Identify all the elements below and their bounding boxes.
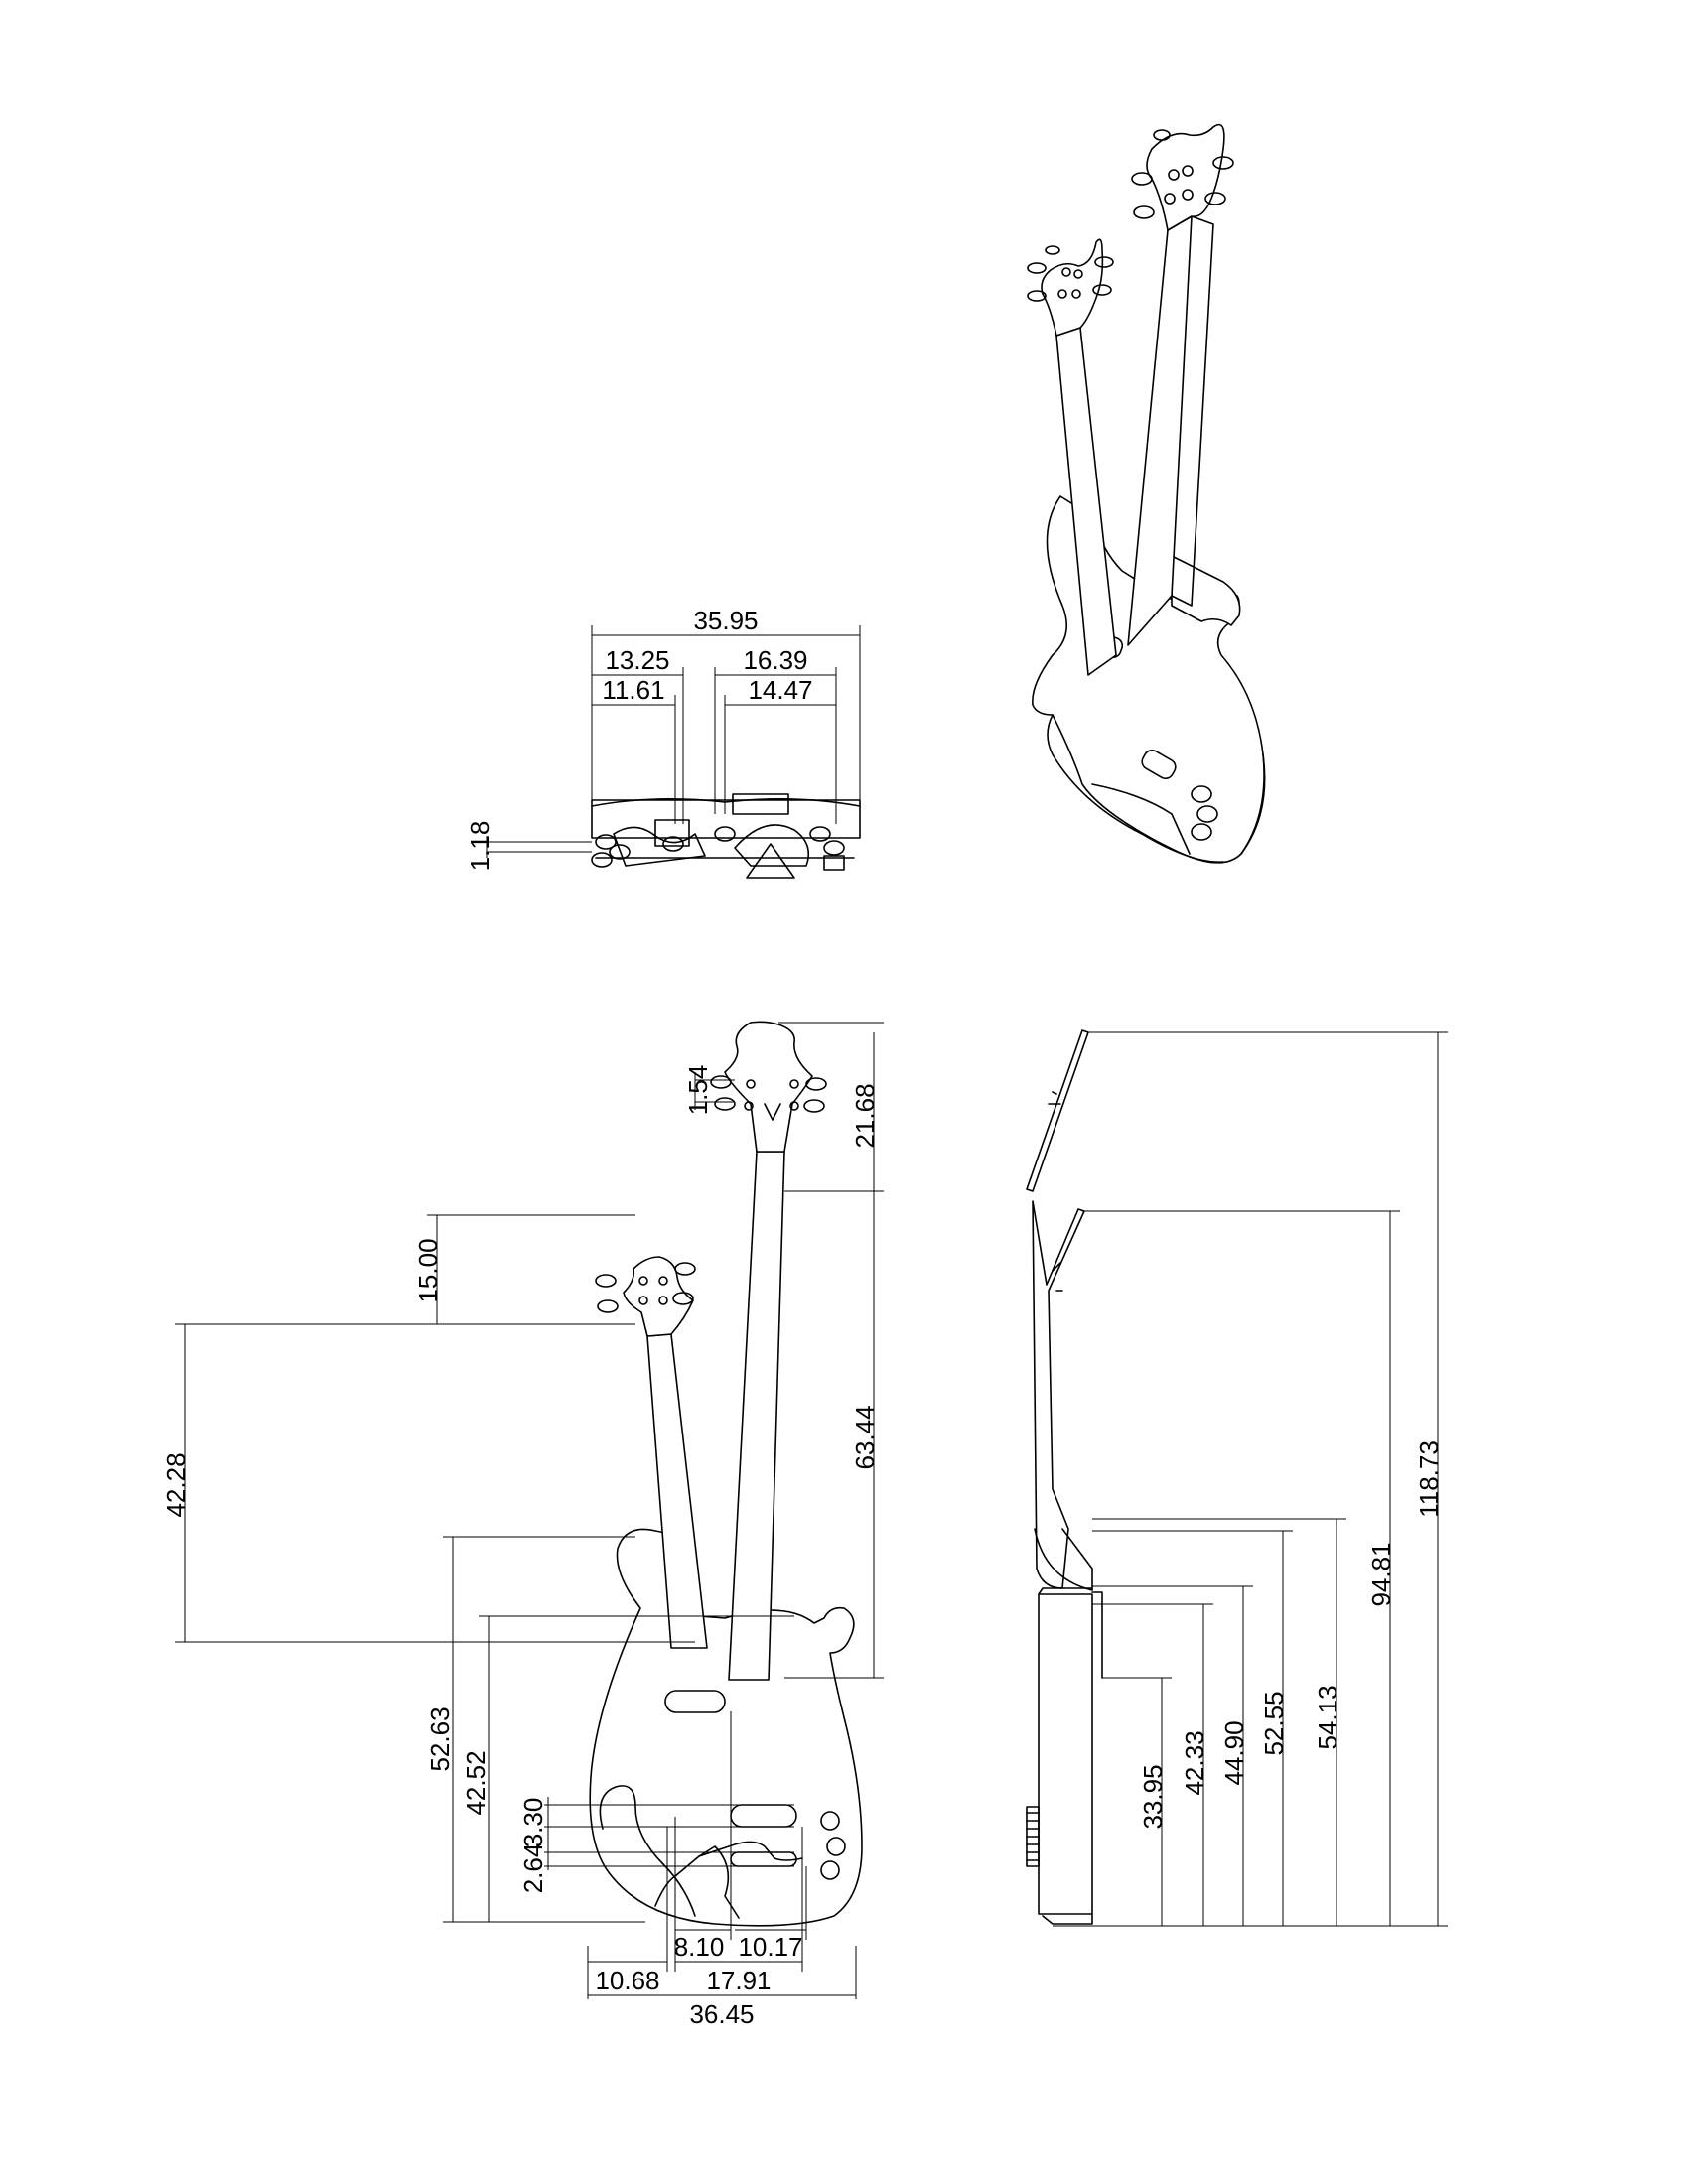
front-view: 1.54 21.68 15.00 63.44 42.28 52.63 42.52… (161, 1021, 884, 2029)
dim-top-neck2-inner: 14.47 (748, 675, 812, 705)
top-view: 35.95 13.25 11.61 16.39 14.47 1.18 (465, 606, 861, 879)
dim-side-h6: 94.81 (1366, 1542, 1396, 1606)
side-view-dimensions (1053, 1031, 1448, 1927)
side-neck-long (1026, 1029, 1089, 1192)
dim-body-height-1: 52.63 (425, 1706, 455, 1771)
iso-neck-short (1027, 238, 1117, 676)
dim-width-d: 17.91 (706, 1966, 771, 1995)
dim-front-overall-width: 36.45 (689, 1999, 754, 2029)
dim-headstock-short: 15.00 (413, 1238, 443, 1302)
dim-side-h1: 33.95 (1138, 1764, 1168, 1829)
dim-top-overall-width: 35.95 (693, 606, 758, 635)
dim-tuner-offset: 1.54 (683, 1065, 713, 1116)
dim-top-neck1-outer: 13.25 (605, 645, 669, 675)
front-neck-long (728, 1151, 785, 1681)
dim-top-neck2-outer: 16.39 (743, 645, 807, 675)
side-neck-short (1032, 1200, 1085, 1589)
dim-pickup-b: 2.64 (518, 1843, 548, 1894)
dim-pickup-a: 3.30 (518, 1798, 548, 1848)
dim-side-h4: 52.55 (1259, 1691, 1289, 1755)
dim-headstock-long: 21.68 (850, 1083, 880, 1148)
top-view-dimensions (486, 625, 861, 858)
top-view-body (591, 793, 861, 879)
dim-width-a: 8.10 (674, 1932, 725, 1962)
side-body (1038, 1593, 1093, 1915)
dim-width-c: 10.68 (595, 1966, 659, 1995)
iso-neck-long (1127, 123, 1234, 646)
dim-neck-long: 63.44 (850, 1405, 880, 1469)
isometric-view (1027, 123, 1266, 864)
dim-side-h2: 42.33 (1180, 1730, 1209, 1795)
dim-top-neck1-inner: 11.61 (602, 675, 664, 705)
dim-body-height-2: 42.52 (461, 1750, 491, 1815)
dim-side-overall-height: 118.73 (1414, 1440, 1444, 1518)
dim-width-b: 10.17 (738, 1932, 802, 1962)
dim-top-thickness: 1.18 (465, 821, 494, 872)
dim-side-h5: 54.13 (1313, 1685, 1342, 1749)
side-view: 33.95 42.33 44.90 52.55 54.13 94.81 118.… (1026, 1029, 1448, 1927)
dim-side-h3: 44.90 (1219, 1720, 1249, 1785)
dim-neck-short: 42.28 (161, 1452, 191, 1517)
front-view-dimensions (175, 1022, 884, 1999)
